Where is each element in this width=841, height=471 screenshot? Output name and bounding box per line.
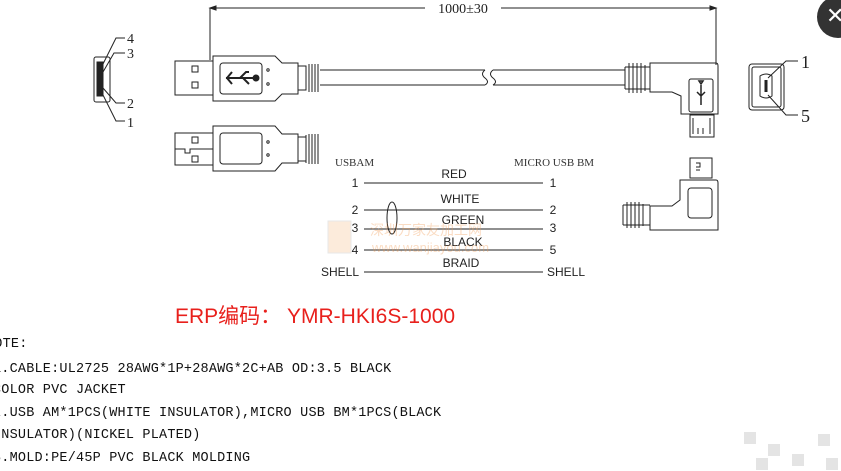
usb-a-end-view: [93, 37, 125, 122]
length-dimension: 1000±30: [438, 2, 488, 17]
micro-pin-label: 1: [801, 52, 810, 72]
wiring-left-pin: 3: [352, 221, 359, 235]
notes-title: NOTE:: [0, 337, 28, 352]
wiring-right-pin: 3: [550, 221, 557, 235]
wiring-right-header: MICRO USB BM: [514, 157, 594, 169]
wiring-left-pin: 2: [352, 203, 359, 217]
wiring-left-pin: SHELL: [321, 265, 359, 279]
svg-text:www.wanjiayou.com: www.wanjiayou.com: [371, 240, 489, 255]
usb-a-pin-label: 4: [127, 32, 134, 47]
micro-usb-plug-side-view: [622, 157, 719, 231]
micro-usb-plug-top-view: [624, 62, 719, 138]
usb-a-pin-label: 3: [127, 47, 134, 62]
note-line: COLOR PVC JACKET: [0, 383, 126, 398]
micro-usb-end-view: [748, 60, 798, 116]
note-line: 2.USB AM*1PCS(WHITE INSULATOR),MICRO USB…: [0, 406, 442, 421]
wiring-left-pin: 1: [352, 176, 359, 190]
wiring-lines: [364, 182, 543, 273]
usb-a-plug-top-view: [174, 55, 625, 102]
erp-code: ERP编码： YMR-HKI6S-1000: [175, 305, 456, 328]
wiring-right-pin: SHELL: [547, 265, 585, 279]
note-line: INSULATOR)(NICKEL PLATED): [0, 428, 201, 443]
twisted-pair-marker: [386, 201, 398, 235]
wire-color: RED: [441, 167, 467, 181]
wire-color: BLACK: [443, 235, 482, 249]
wire-color: BRAID: [443, 256, 480, 270]
usb-a-pin-label: 1: [127, 116, 134, 131]
wiring-right-pin: 2: [550, 203, 557, 217]
watermark: 深圳万家友加工网 www.wanjiayou.com: [327, 220, 489, 255]
wiring-right-pin: 5: [550, 243, 557, 257]
note-line: 3.MOLD:PE/45P PVC BLACK MOLDING: [0, 451, 251, 466]
svg-text:深圳万家友加工网: 深圳万家友加工网: [370, 222, 482, 238]
wiring-left-header: USBAM: [335, 157, 374, 169]
blurred-placeholder: [740, 430, 841, 471]
wire-color: WHITE: [441, 192, 480, 206]
note-line: 1.CABLE:UL2725 28AWG*1P+28AWG*2C+AB OD:3…: [0, 362, 392, 377]
wire-color: GREEN: [442, 213, 485, 227]
usb-a-pin-label: 2: [127, 97, 134, 112]
usb-a-plug-side-view: [174, 125, 319, 172]
wiring-right-pin: 1: [550, 176, 557, 190]
micro-pin-label: 5: [801, 106, 810, 126]
wiring-left-pin: 4: [352, 243, 359, 257]
